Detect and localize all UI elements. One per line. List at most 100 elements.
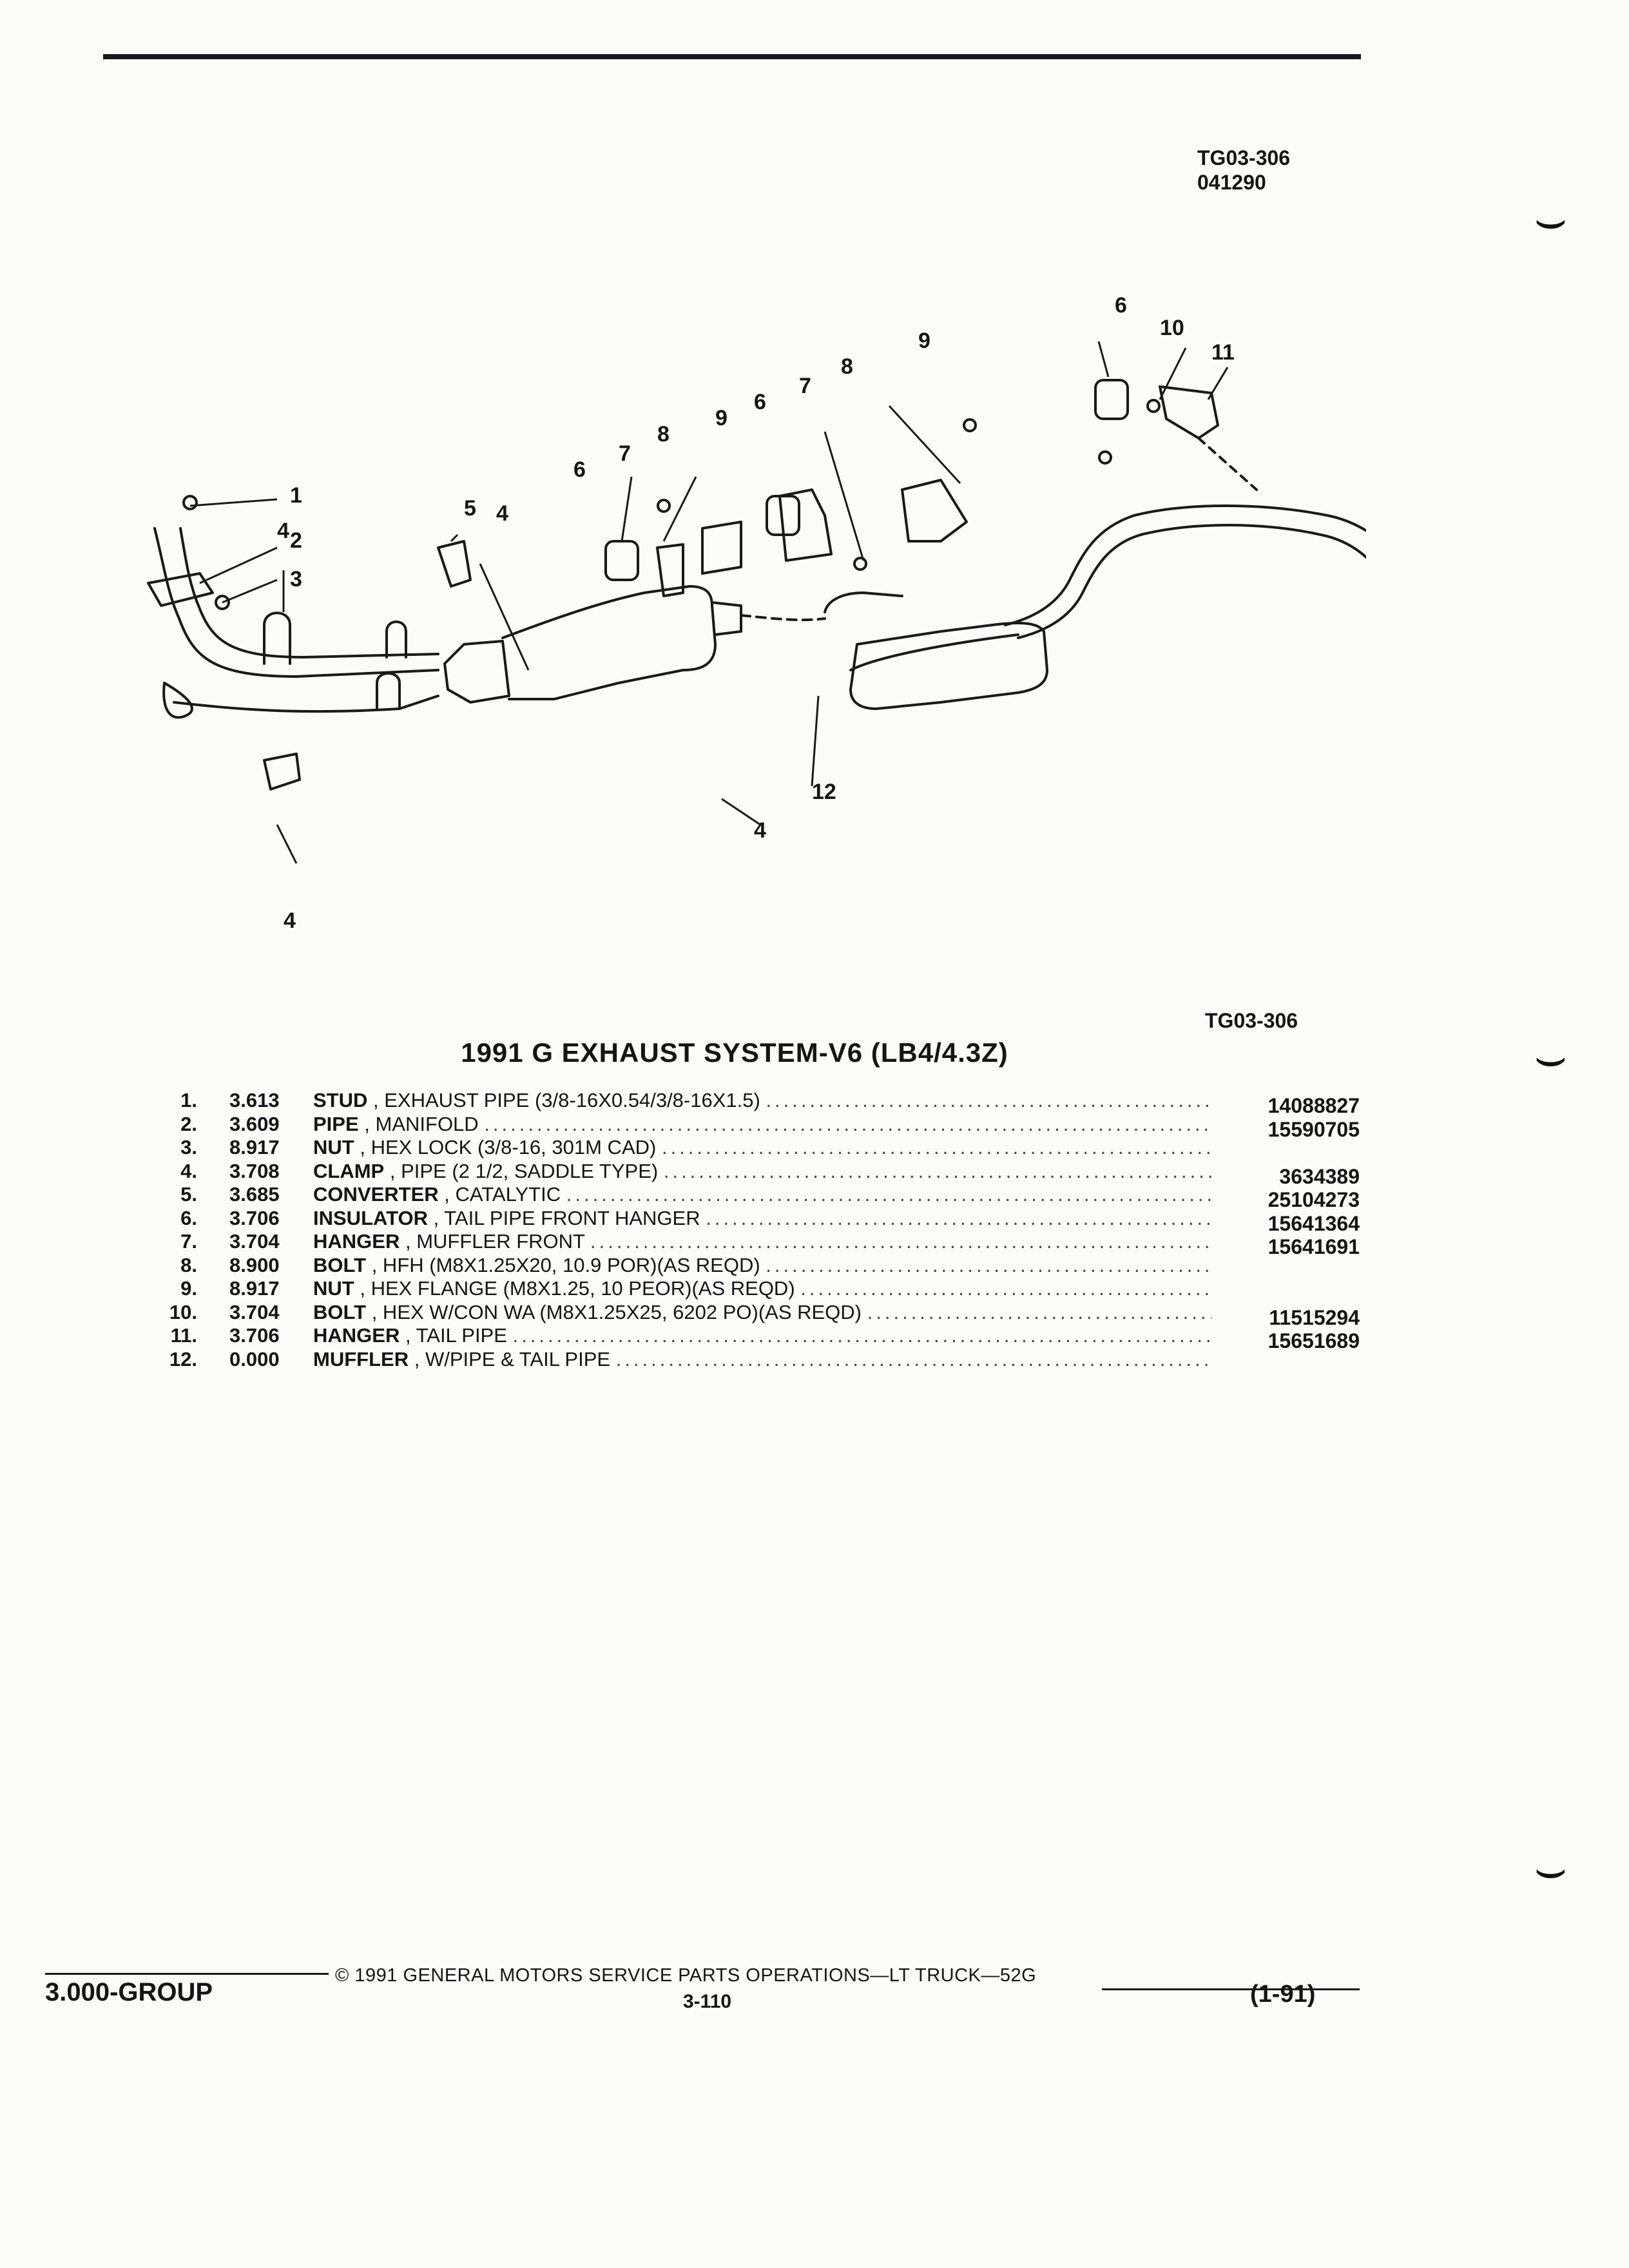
item-name: HANGER <box>313 1230 400 1253</box>
catalytic-converter-body <box>501 585 717 700</box>
item-spec: , TAIL PIPE <box>405 1324 507 1347</box>
leader-dots: ........................................… <box>661 1136 1211 1158</box>
converter-to-muffler-line <box>740 614 826 622</box>
callout-label: 10 <box>1160 316 1184 340</box>
manifold-flange-upper <box>147 572 214 607</box>
callout-label: 11 <box>1211 340 1235 365</box>
item-spec: , PIPE (2 1/2, SADDLE TYPE) <box>389 1159 659 1182</box>
leader-dots: ........................................… <box>800 1277 1211 1300</box>
bolt <box>657 499 671 513</box>
muffler-inlet-pipe <box>824 591 903 613</box>
group-number: 3.704 <box>229 1300 280 1323</box>
insulator <box>1094 379 1129 420</box>
callout-label: 8 <box>657 422 670 447</box>
item-description: CLAMP , PIPE (2 1/2, SADDLE TYPE) ......… <box>313 1160 1211 1183</box>
binder-tick-mark: ⌣ <box>1534 190 1568 247</box>
callout-label: 9 <box>918 329 930 353</box>
item-number: 11. <box>170 1324 197 1347</box>
callout-label: 7 <box>799 374 811 398</box>
footer-copyright: © 1991 GENERAL MOTORS SERVICE PARTS OPER… <box>335 1965 1037 1986</box>
item-spec: , EXHAUST PIPE (3/8-16X0.54/3/8-16X1.5) <box>373 1089 760 1111</box>
leader-dots: ........................................… <box>706 1206 1211 1229</box>
group-number: 8.917 <box>229 1277 280 1300</box>
item-description: HANGER , TAIL PIPE .....................… <box>313 1324 1211 1347</box>
leader-dots: ........................................… <box>766 1253 1211 1276</box>
item-spec: , MANIFOLD <box>364 1112 479 1135</box>
item-name: CONVERTER <box>313 1183 439 1206</box>
part-number: 25104273 <box>1268 1188 1360 1211</box>
item-name: STUD <box>313 1089 368 1111</box>
callout-label: 4 <box>496 501 508 526</box>
item-description: NUT , HEX FLANGE (M8X1.25, 10 PEOR)(AS R… <box>313 1277 1211 1300</box>
callout-label: 8 <box>841 354 853 379</box>
part-number: 11515294 <box>1269 1305 1360 1329</box>
item-description: STUD , EXHAUST PIPE (3/8-16X0.54/3/8-16X… <box>313 1089 1211 1112</box>
hanger-bracket <box>701 521 742 575</box>
muffler-body <box>849 622 1048 710</box>
part-number: 3634389 <box>1279 1164 1360 1188</box>
item-description: MUFFLER , W/PIPE & TAIL PIPE ...........… <box>313 1348 1211 1371</box>
clamp-u-bolt <box>385 620 407 658</box>
part-number: 15651689 <box>1268 1329 1360 1352</box>
group-number: 8.917 <box>229 1136 280 1158</box>
parts-list-row: 12. 0.000 MUFFLER , W/PIPE & TAIL PIPE ...… <box>155 1348 1360 1372</box>
hanger-drop-line <box>1197 437 1258 491</box>
insulator <box>766 495 800 536</box>
item-number: 2. <box>180 1112 197 1135</box>
item-number: 5. <box>180 1183 197 1206</box>
callout-label: 5 <box>464 496 476 521</box>
item-name: INSULATOR <box>313 1206 428 1229</box>
manifold-pipe-lower <box>173 695 439 713</box>
insulator <box>604 540 639 581</box>
footer-rule-left <box>45 1973 329 1975</box>
hex-flange-nut <box>1098 450 1112 465</box>
leader-dots: ........................................… <box>615 1347 1211 1370</box>
item-description: HANGER , MUFFLER FRONT .................… <box>313 1230 1211 1253</box>
hex-flange-nut <box>853 557 867 571</box>
group-number: 3.704 <box>229 1230 280 1253</box>
item-description: PIPE , MANIFOLD ........................… <box>313 1113 1211 1136</box>
group-number: 0.000 <box>229 1347 280 1370</box>
binder-tick-mark: ⌣ <box>1534 1840 1568 1897</box>
footer-page-number: 3-110 <box>683 1991 732 2012</box>
callout-label: 6 <box>754 390 766 414</box>
item-number: 12. <box>169 1347 197 1370</box>
item-spec: , HFH (M8X1.25X20, 10.9 POR)(AS REQD) <box>371 1253 760 1276</box>
hanger-bracket <box>901 479 968 543</box>
item-number: 4. <box>180 1159 197 1182</box>
leader-dots: ........................................… <box>512 1324 1211 1347</box>
item-spec: , HEX LOCK (3/8-16, 301M CAD) <box>360 1136 657 1158</box>
item-name: CLAMP <box>313 1159 385 1182</box>
leader-dots: ........................................… <box>484 1112 1211 1135</box>
header-ref-code: TG03-306 <box>1197 146 1291 169</box>
item-description: BOLT , HFH (M8X1.25X20, 10.9 POR)(AS REQ… <box>313 1254 1211 1277</box>
muffler-seam <box>849 633 1019 671</box>
group-number: 3.708 <box>229 1159 280 1182</box>
clamp-u-bolt <box>263 611 291 665</box>
callout-label: 3 <box>290 567 302 591</box>
callout-label: 12 <box>812 780 836 804</box>
figure-code: TG03-306 <box>1205 1009 1298 1032</box>
footer-group: 3.000-GROUP <box>45 1978 213 2006</box>
parts-list-title: 1991 G EXHAUST SYSTEM-V6 (LB4/4.3Z) <box>461 1037 1008 1068</box>
tail-pipe-upper <box>1004 505 1366 626</box>
bolt <box>1146 399 1161 413</box>
muffler-front-hanger <box>656 543 684 597</box>
parts-list-row: 4. 3.708 CLAMP , PIPE (2 1/2, SADDLE TYPE)… <box>155 1159 1360 1188</box>
item-spec: , MUFFLER FRONT <box>405 1230 585 1253</box>
item-number: 7. <box>180 1230 197 1253</box>
clamp-saddle <box>437 540 472 588</box>
item-number: 9. <box>180 1277 197 1300</box>
callout-label: 1 <box>290 483 302 508</box>
manifold-pipe-outer <box>153 527 439 678</box>
part-number: 15641364 <box>1268 1211 1360 1235</box>
callout-label: 2 <box>290 528 302 553</box>
part-number: 14088827 <box>1268 1094 1360 1117</box>
